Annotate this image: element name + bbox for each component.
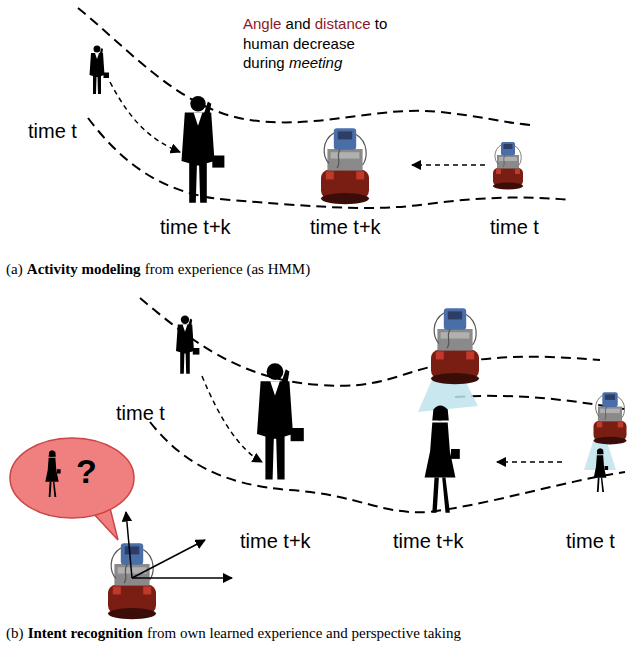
annotation-text: Angle (243, 15, 281, 32)
caption-text: (b) (6, 625, 24, 641)
caption-text: from experience (as HMM) (145, 261, 310, 277)
caption-line: (a)Activity modelingfrom experience (as … (6, 260, 310, 280)
time-label: time t (490, 216, 539, 239)
time-label: time t (116, 402, 165, 425)
annotation-text: distance (315, 15, 371, 32)
time-label: time t+k (310, 216, 381, 239)
question-mark: ? (76, 452, 97, 491)
time-label: time t (566, 530, 615, 553)
time-label: time t+k (160, 216, 231, 239)
time-label: time t+k (240, 530, 311, 553)
caption-text: (a) (6, 261, 23, 277)
time-label: time t+k (393, 530, 464, 553)
annotation: Angleanddistanceto human decrease during… (243, 14, 415, 73)
annotation-text: and (286, 15, 311, 32)
annotation-text: meeting (289, 54, 342, 71)
caption-text: Intent recognition (28, 625, 143, 641)
caption-line: (b)Intent recognitionfrom own learned ex… (6, 624, 461, 644)
caption-text: from own learned experience and perspect… (147, 625, 461, 641)
caption-text: Activity modeling (27, 261, 141, 277)
time-label: time t (28, 120, 77, 143)
